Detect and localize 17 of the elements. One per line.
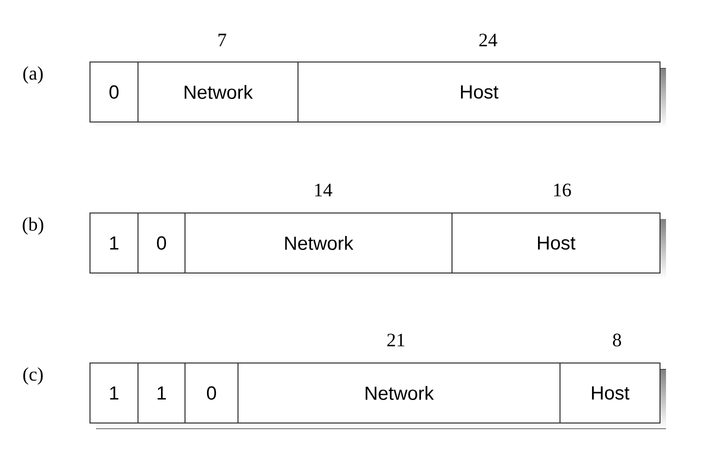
field-cell: 0: [90, 62, 138, 122]
bit-count: 21: [387, 334, 404, 346]
field-cell: 1: [90, 212, 138, 274]
row-label: (a): [23, 66, 43, 84]
bit-count: 7: [218, 34, 226, 46]
field-cell: Host: [452, 212, 660, 274]
field-cell: 0: [138, 212, 186, 274]
row-label: (b): [22, 217, 44, 235]
bit-count: 14: [315, 184, 332, 196]
bit-count: 8: [612, 334, 622, 346]
field-cell: Host: [560, 362, 660, 424]
field-cell: 1: [90, 362, 138, 424]
bit-count: 16: [554, 184, 571, 196]
field-cell: 0: [184, 362, 238, 424]
row-label: (c): [23, 367, 43, 385]
field-cell: 1: [138, 362, 186, 424]
bit-count: 24: [479, 34, 498, 46]
